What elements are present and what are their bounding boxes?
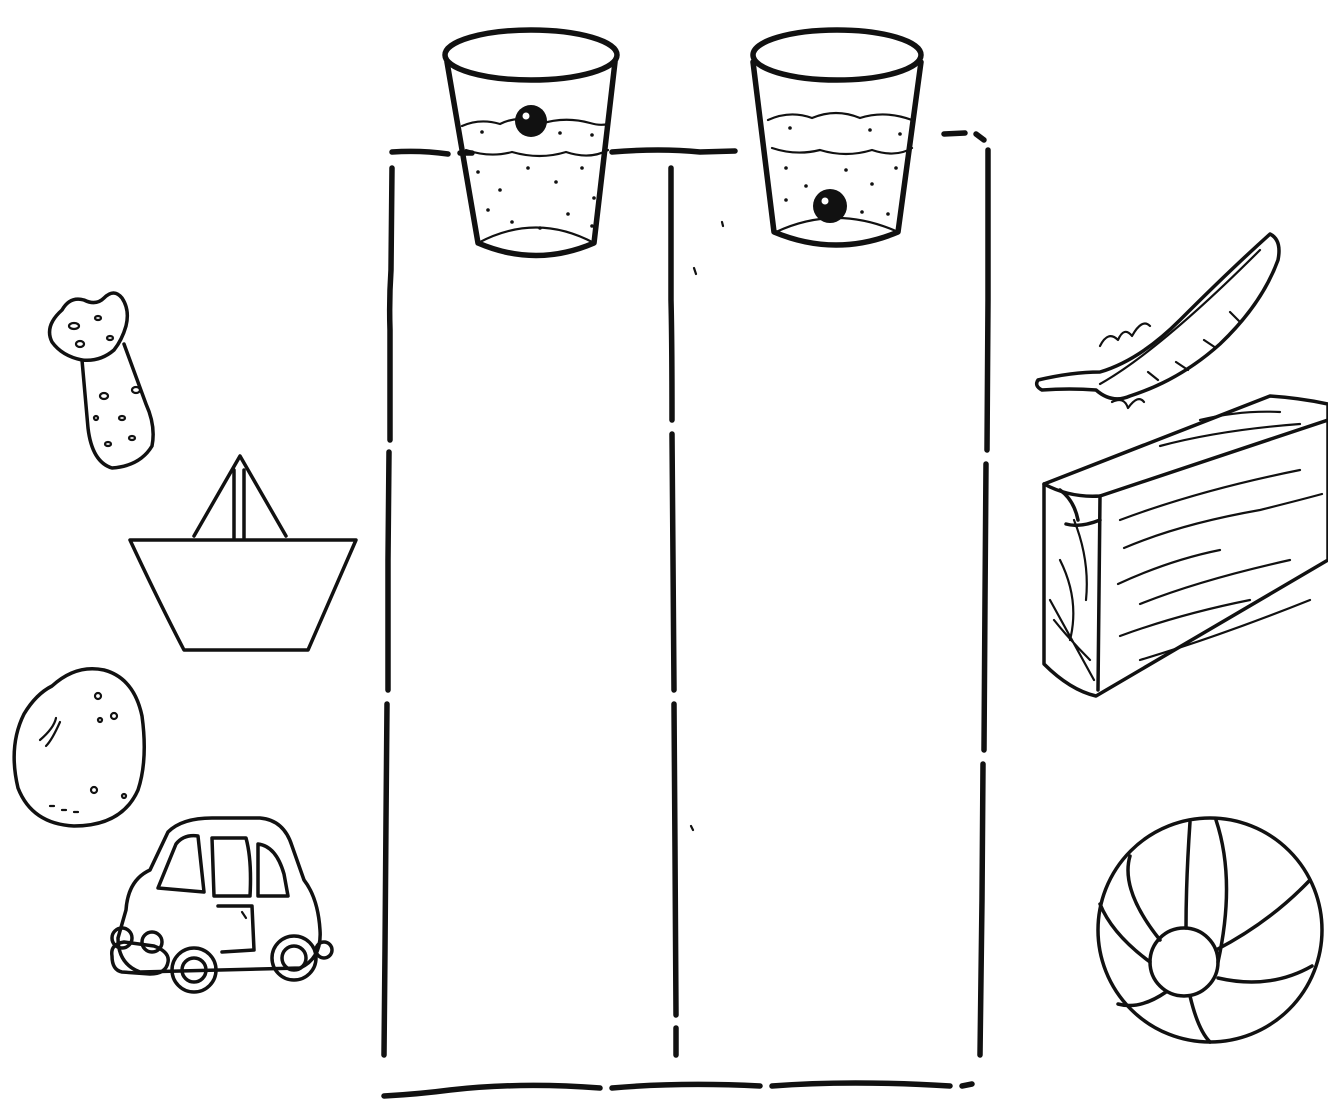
stray-mark [691,222,723,830]
paper-boat-icon[interactable] [130,456,356,650]
feather-icon[interactable] [1037,234,1279,408]
beach-ball-icon[interactable] [1098,818,1322,1042]
table-right-border[interactable] [980,150,988,1055]
table-top-border-middle [612,150,735,152]
cork-icon[interactable] [50,293,154,468]
glass-with-sunken-marble-icon [753,30,921,245]
table-top-border-right [944,133,984,140]
sorting-table [384,133,988,1096]
table-divider-line[interactable] [671,168,676,1055]
table-bottom-border [384,1083,972,1096]
wood-block-icon[interactable] [1044,396,1328,696]
table-left-border[interactable] [384,168,392,1055]
toy-car-icon[interactable] [112,818,332,992]
glass-with-floating-marble-icon [445,30,617,256]
stone-icon[interactable] [14,669,144,826]
